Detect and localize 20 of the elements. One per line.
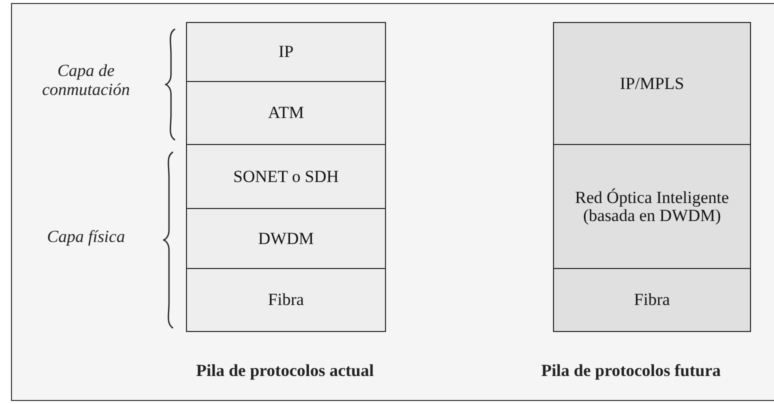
stack-caption: Pila de protocolos futura xyxy=(540,362,722,381)
protocol-layer-box xyxy=(186,268,386,332)
protocol-layer-box xyxy=(553,22,751,145)
layer-label: Fibra xyxy=(267,291,305,309)
protocol-layer-box xyxy=(186,22,386,82)
protocol-layer-box xyxy=(553,268,751,332)
layer-label: ATM xyxy=(267,104,305,122)
layer-label: Fibra xyxy=(633,291,671,309)
layer-group-label: Capa física xyxy=(46,228,126,247)
layer-label: IP xyxy=(277,43,295,61)
layer-group-label: Capa de conmutación xyxy=(41,62,131,100)
protocol-layer-box xyxy=(186,81,386,145)
stack-caption: Pila de protocolos actual xyxy=(195,362,375,381)
protocol-layer-box xyxy=(553,144,751,269)
protocol-layer-box xyxy=(186,208,386,269)
protocol-layer-box xyxy=(186,144,386,209)
layer-label: Red Óptica Inteligente (basada en DWDM) xyxy=(574,188,730,224)
layer-label: DWDM xyxy=(257,230,315,248)
layer-label: IP/MPLS xyxy=(618,74,686,92)
layer-label: SONET o SDH xyxy=(232,168,340,186)
